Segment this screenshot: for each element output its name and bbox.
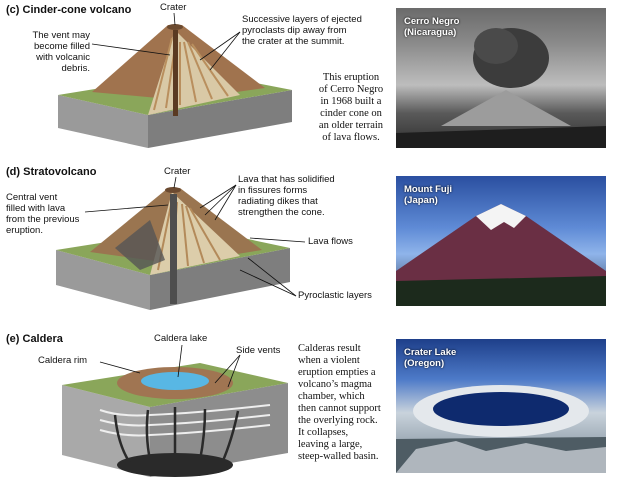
cinder-layers-label: Successive layers of ejected pyroclasts … [242,14,362,47]
caldera-section: (e) Caldera Caldera lake [0,325,624,482]
cinder-crater-label: Crater [160,2,187,13]
stratovolcano-section: (d) Stratovolcano Crater Central vent [0,160,624,320]
cinder-cone-heading: (c) Cinder-cone volcano [6,4,132,16]
caldera-illustration [62,344,288,477]
cinder-cone-illustration [58,12,292,148]
strato-pyroclastic-label: Pyroclastic layers [298,290,372,301]
cinder-vent-label: The vent may become filled with volcanic… [32,30,90,74]
cinder-cone-section: (c) Cinder-cone volcano Crater [0,0,624,155]
cerro-negro-scene [396,28,606,148]
cinder-description: This eruption of Cerro Negro in 1968 bui… [318,72,384,143]
caldera-rim-label: Caldera rim [38,355,88,366]
caldera-description: Calderas result when a violent eruption … [298,343,381,462]
stratovolcano-heading: (d) Stratovolcano [6,166,97,178]
stratovolcano-illustration [56,176,306,310]
caldera-side-vents-label: Side vents [236,345,281,356]
strato-crater-label: Crater [164,166,191,177]
cerro-negro-photo: Cerro Negro (Nicaragua) [396,8,606,148]
crater-lake-photo: Crater Lake (Oregon) [396,339,606,473]
mount-fuji-photo: Mount Fuji (Japan) [396,176,606,306]
caldera-heading: (e) Caldera [6,333,63,345]
crater-lake-scene [396,385,606,473]
strato-dikes-label: Lava that has solidified in fissures for… [238,174,335,218]
mount-fuji-scene [396,204,606,306]
strato-vent-label: Central vent filled with lava from the p… [6,192,80,236]
strato-lava-flows-label: Lava flows [308,236,353,247]
crater-lake-caption: Crater Lake (Oregon) [404,347,457,369]
caldera-lake-label: Caldera lake [154,333,208,344]
cerro-negro-caption: Cerro Negro (Nicaragua) [404,16,460,38]
mount-fuji-caption: Mount Fuji (Japan) [404,184,453,206]
